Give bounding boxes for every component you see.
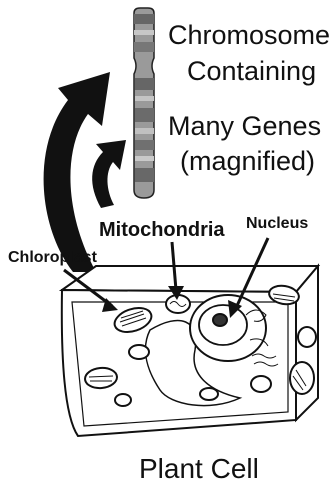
chromosome-label-line-4: (magnified) <box>180 148 315 175</box>
chromosome-label-line-3: Many Genes <box>168 113 321 140</box>
plant-cell <box>62 266 318 436</box>
mitochondria-label: Mitochondria <box>99 220 225 240</box>
plant-cell-label: Plant Cell <box>139 455 259 483</box>
nucleus-label: Nucleus <box>246 216 308 232</box>
chloroplast-label: Chloroplast <box>8 250 97 266</box>
magnify-arrows <box>44 72 126 272</box>
chromosome-label-line-2: Containing <box>187 58 316 85</box>
chromosome <box>134 8 154 198</box>
chromosome-label-line-1: Chromosome <box>168 22 330 49</box>
